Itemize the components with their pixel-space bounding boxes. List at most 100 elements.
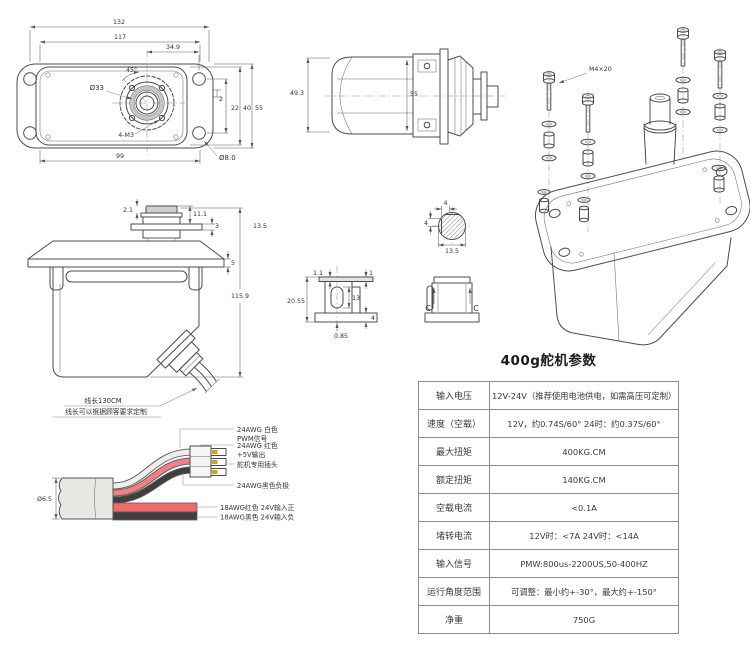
dim-45deg: 45° bbox=[126, 66, 137, 74]
dim-33: Ø33 bbox=[90, 84, 104, 92]
spec-row-value: 12V-24V（推荐使用电池供电，如需高压可定制） bbox=[489, 381, 679, 410]
dim-55-top: 55 bbox=[255, 105, 263, 112]
cable-line bbox=[188, 371, 207, 392]
side-view-drawing: 49.3 55 bbox=[290, 48, 505, 145]
side-view-flange bbox=[439, 48, 449, 145]
spec-row-value: 12V时：<7A 24V时：<14A bbox=[489, 521, 679, 550]
spec-row-label: 最大扭矩 bbox=[418, 437, 490, 466]
side-view-body bbox=[331, 56, 414, 135]
spec-row-label: 空载电流 bbox=[418, 493, 490, 522]
dim-hole-8: Ø8.0 bbox=[219, 154, 236, 162]
table-row: 输入信号 PMW:800us-2200US,50-400HZ bbox=[418, 549, 679, 578]
spec-row-value: 400KG.CM bbox=[489, 437, 679, 466]
section-label-c-right: C bbox=[473, 304, 479, 313]
screw-m4 bbox=[543, 71, 555, 111]
shaft-cross-section-drawing: 4 4 13.5 bbox=[424, 200, 472, 255]
detail-slot bbox=[330, 286, 344, 309]
dim-22: 22 bbox=[231, 105, 239, 112]
spec-row-label: 输入信号 bbox=[418, 549, 490, 578]
dim-49-3: 49.3 bbox=[290, 90, 304, 97]
exploded-output-shaft bbox=[643, 93, 677, 165]
power-wire-black-24v bbox=[112, 511, 198, 521]
front-view-drawing: 2.1 11.1 3 5 115.9 13.5 线长130CM 线长可以根据顾客… bbox=[27, 199, 267, 418]
cable-sheath bbox=[58, 477, 114, 520]
dim-34-9: 34.9 bbox=[166, 44, 180, 51]
washer-stack bbox=[541, 120, 557, 162]
exploded-body bbox=[550, 237, 732, 346]
screw-m4 bbox=[582, 93, 594, 133]
spec-row-value: 12V，约0.74S/60° 24时：约0.37S/60° bbox=[489, 409, 679, 438]
dim-2-1: 2.1 bbox=[123, 207, 133, 214]
dim-11-1: 11.1 bbox=[193, 211, 207, 218]
top-view-body-outline bbox=[35, 66, 188, 146]
servo-horn bbox=[145, 205, 178, 214]
label-connector: 舵机专用插头 bbox=[237, 460, 278, 469]
cable-custom-note: 线长可以根据顾客要求定制 bbox=[65, 407, 147, 416]
dim-13-5-section: 13.5 bbox=[445, 248, 459, 255]
side-view-output-shaft bbox=[486, 85, 499, 108]
exploded-view-drawing: M4×20 bbox=[535, 26, 750, 346]
table-row: 堵转电流 12V时：<7A 24V时：<14A bbox=[418, 521, 679, 550]
table-row: 最大扭矩 400KG.CM bbox=[418, 437, 679, 466]
output-shaft-hole bbox=[139, 95, 155, 111]
dim-40: 40 bbox=[243, 105, 251, 112]
dim-4-base: 4 bbox=[371, 315, 375, 322]
power-wire-red-24v bbox=[112, 502, 198, 513]
table-row: 净重 750G bbox=[418, 605, 679, 634]
spec-row-label: 运行角度范围 bbox=[418, 577, 490, 606]
shaft-flange-disc bbox=[130, 223, 203, 231]
spec-row-value: 750G bbox=[489, 605, 679, 634]
top-view-drawing: 132 117 34.9 99 2 22 40 55 Ø8.0 Ø33 45° … bbox=[16, 19, 263, 164]
shaft-bolt-circle bbox=[119, 75, 175, 131]
table-row: 空载电流 <0.1A bbox=[418, 493, 679, 522]
label-red-wire-line1: 24AWG 红色 bbox=[237, 441, 278, 450]
dim-4m3: 4-M3 bbox=[118, 132, 134, 139]
dim-4-left: 4 bbox=[424, 220, 428, 227]
label-white-wire-line1: 24AWG 白色 bbox=[237, 425, 278, 434]
dim-117: 117 bbox=[114, 34, 126, 41]
table-row: 运行角度范围 可调整：最小约+-30°，最大约+-150° bbox=[418, 577, 679, 606]
detail-base-plate bbox=[314, 312, 378, 323]
cc-section-drawing: C C bbox=[424, 276, 480, 323]
label-screw-size: M4×20 bbox=[589, 66, 612, 73]
servo-connector bbox=[189, 445, 212, 478]
shaft-side-detail-drawing: 1.1 1 13 20.55 4 0.85 bbox=[287, 266, 378, 340]
spec-row-value: PMW:800us-2200US,50-400HZ bbox=[489, 549, 679, 578]
dim-4-top: 4 bbox=[443, 200, 447, 207]
mount-flange bbox=[27, 258, 225, 268]
screw-m4 bbox=[714, 49, 726, 89]
table-row: 输入电压 12V-24V（推荐使用电池供电，如需高压可定制） bbox=[418, 381, 679, 410]
dim-13: 13 bbox=[352, 295, 360, 302]
washer-stack bbox=[580, 138, 596, 180]
dim-1: 1 bbox=[369, 270, 373, 277]
screw-m4 bbox=[677, 27, 689, 67]
label-black-wire: 24AWG黑色负极 bbox=[237, 481, 289, 490]
washer-stack bbox=[711, 92, 728, 193]
dim-6-5: Ø6.5 bbox=[37, 495, 52, 503]
shaft-section-circle bbox=[438, 212, 466, 240]
dim-1-1: 1.1 bbox=[313, 270, 323, 277]
power5v-wire-red bbox=[110, 458, 195, 496]
spec-row-label: 净重 bbox=[418, 605, 490, 634]
label-red-wire-line2: +5V输出 bbox=[237, 450, 265, 459]
washer-stack bbox=[537, 189, 591, 223]
spec-row-label: 速度（空载） bbox=[418, 409, 490, 438]
front-view-body bbox=[52, 266, 200, 378]
top-view-flange-outline bbox=[16, 63, 214, 149]
dim-132: 132 bbox=[113, 19, 125, 26]
section-label-c-left: C bbox=[425, 304, 431, 313]
connector-pin-contact bbox=[212, 450, 218, 454]
ground-wire-black bbox=[110, 467, 195, 503]
wiring-diagram: Ø6.5 24AWG 白色 PWM信号 24AWG 红色 +5V输出 舵机专用插… bbox=[37, 425, 295, 522]
spec-table-title: 400g舵机参数 bbox=[500, 353, 597, 369]
cable-length-note: 线长130CM bbox=[84, 396, 121, 405]
dim-99: 99 bbox=[116, 153, 124, 160]
table-row: 速度（空载） 12V，约0.74S/60° 24时：约0.37S/60° bbox=[418, 409, 679, 438]
spec-row-label: 堵转电流 bbox=[418, 521, 490, 550]
spec-table: 输入电压 12V-24V（推荐使用电池供电，如需高压可定制） 速度（空载） 12… bbox=[418, 381, 679, 634]
dim-2: 2 bbox=[219, 96, 223, 103]
table-row: 额定扭矩 140KG.CM bbox=[418, 465, 679, 494]
signal-wire-white bbox=[110, 449, 195, 489]
